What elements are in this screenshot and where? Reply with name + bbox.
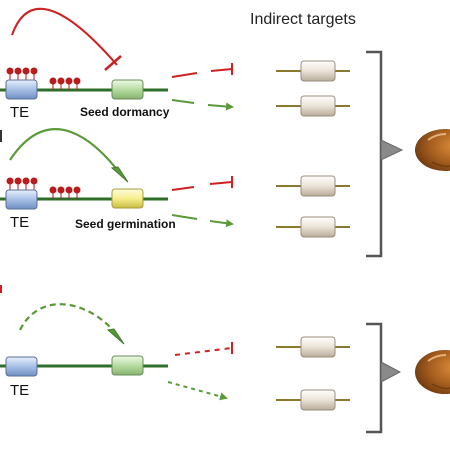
pointer-arrowhead	[380, 361, 402, 383]
dormancy-gene-box	[111, 79, 144, 100]
row-unmethylated: TE	[0, 303, 233, 401]
activation-arrowhead	[110, 166, 129, 183]
dashed-repression	[209, 181, 233, 185]
dashed-activation	[171, 99, 195, 104]
target-gene	[276, 95, 350, 117]
target-gene	[276, 60, 350, 82]
dashed-repression	[210, 68, 233, 72]
te-box	[5, 79, 38, 100]
pointer-arrowhead	[380, 139, 404, 161]
te-label: TE	[10, 382, 29, 399]
dashed-repression	[174, 347, 233, 356]
activation-arrowhead	[106, 328, 125, 345]
dashed-activation-arc	[19, 303, 119, 337]
edge-mark	[0, 285, 2, 293]
dashed-repression	[171, 186, 195, 191]
repression-arc	[11, 7, 118, 66]
seed-image	[415, 350, 450, 394]
te-box	[5, 356, 38, 377]
edge-mark	[0, 130, 2, 142]
te-label: TE	[10, 104, 29, 121]
dashed-activation	[167, 381, 228, 401]
target-gene	[276, 336, 350, 358]
target-genes	[276, 60, 350, 411]
seed-germination-label: Seed germination	[75, 217, 176, 231]
seed-dormancy-label: Seed dormancy	[80, 105, 170, 119]
row-germination: TE Seed germination	[0, 128, 234, 231]
indirect-targets-heading: Indirect targets	[250, 11, 356, 28]
germination-gene-box	[111, 188, 144, 209]
seed-image	[415, 129, 450, 171]
target-gene	[276, 389, 350, 411]
dashed-activation	[171, 214, 198, 220]
row-dormancy: TE Seed dormancy	[0, 7, 234, 121]
dashed-activation	[209, 219, 234, 228]
te-box	[5, 189, 38, 210]
te-label: TE	[10, 214, 29, 231]
methylation-pins	[6, 177, 81, 199]
methylation-pins	[6, 67, 81, 90]
bracket-bottom	[366, 322, 383, 434]
dashed-repression	[171, 72, 198, 78]
dashed-activation	[207, 102, 234, 111]
target-gene	[276, 216, 350, 238]
dormancy-gene-box	[111, 355, 144, 376]
bracket-top	[366, 50, 383, 258]
target-gene	[276, 175, 350, 197]
repression-bar	[104, 55, 122, 71]
activation-arc	[9, 128, 123, 177]
